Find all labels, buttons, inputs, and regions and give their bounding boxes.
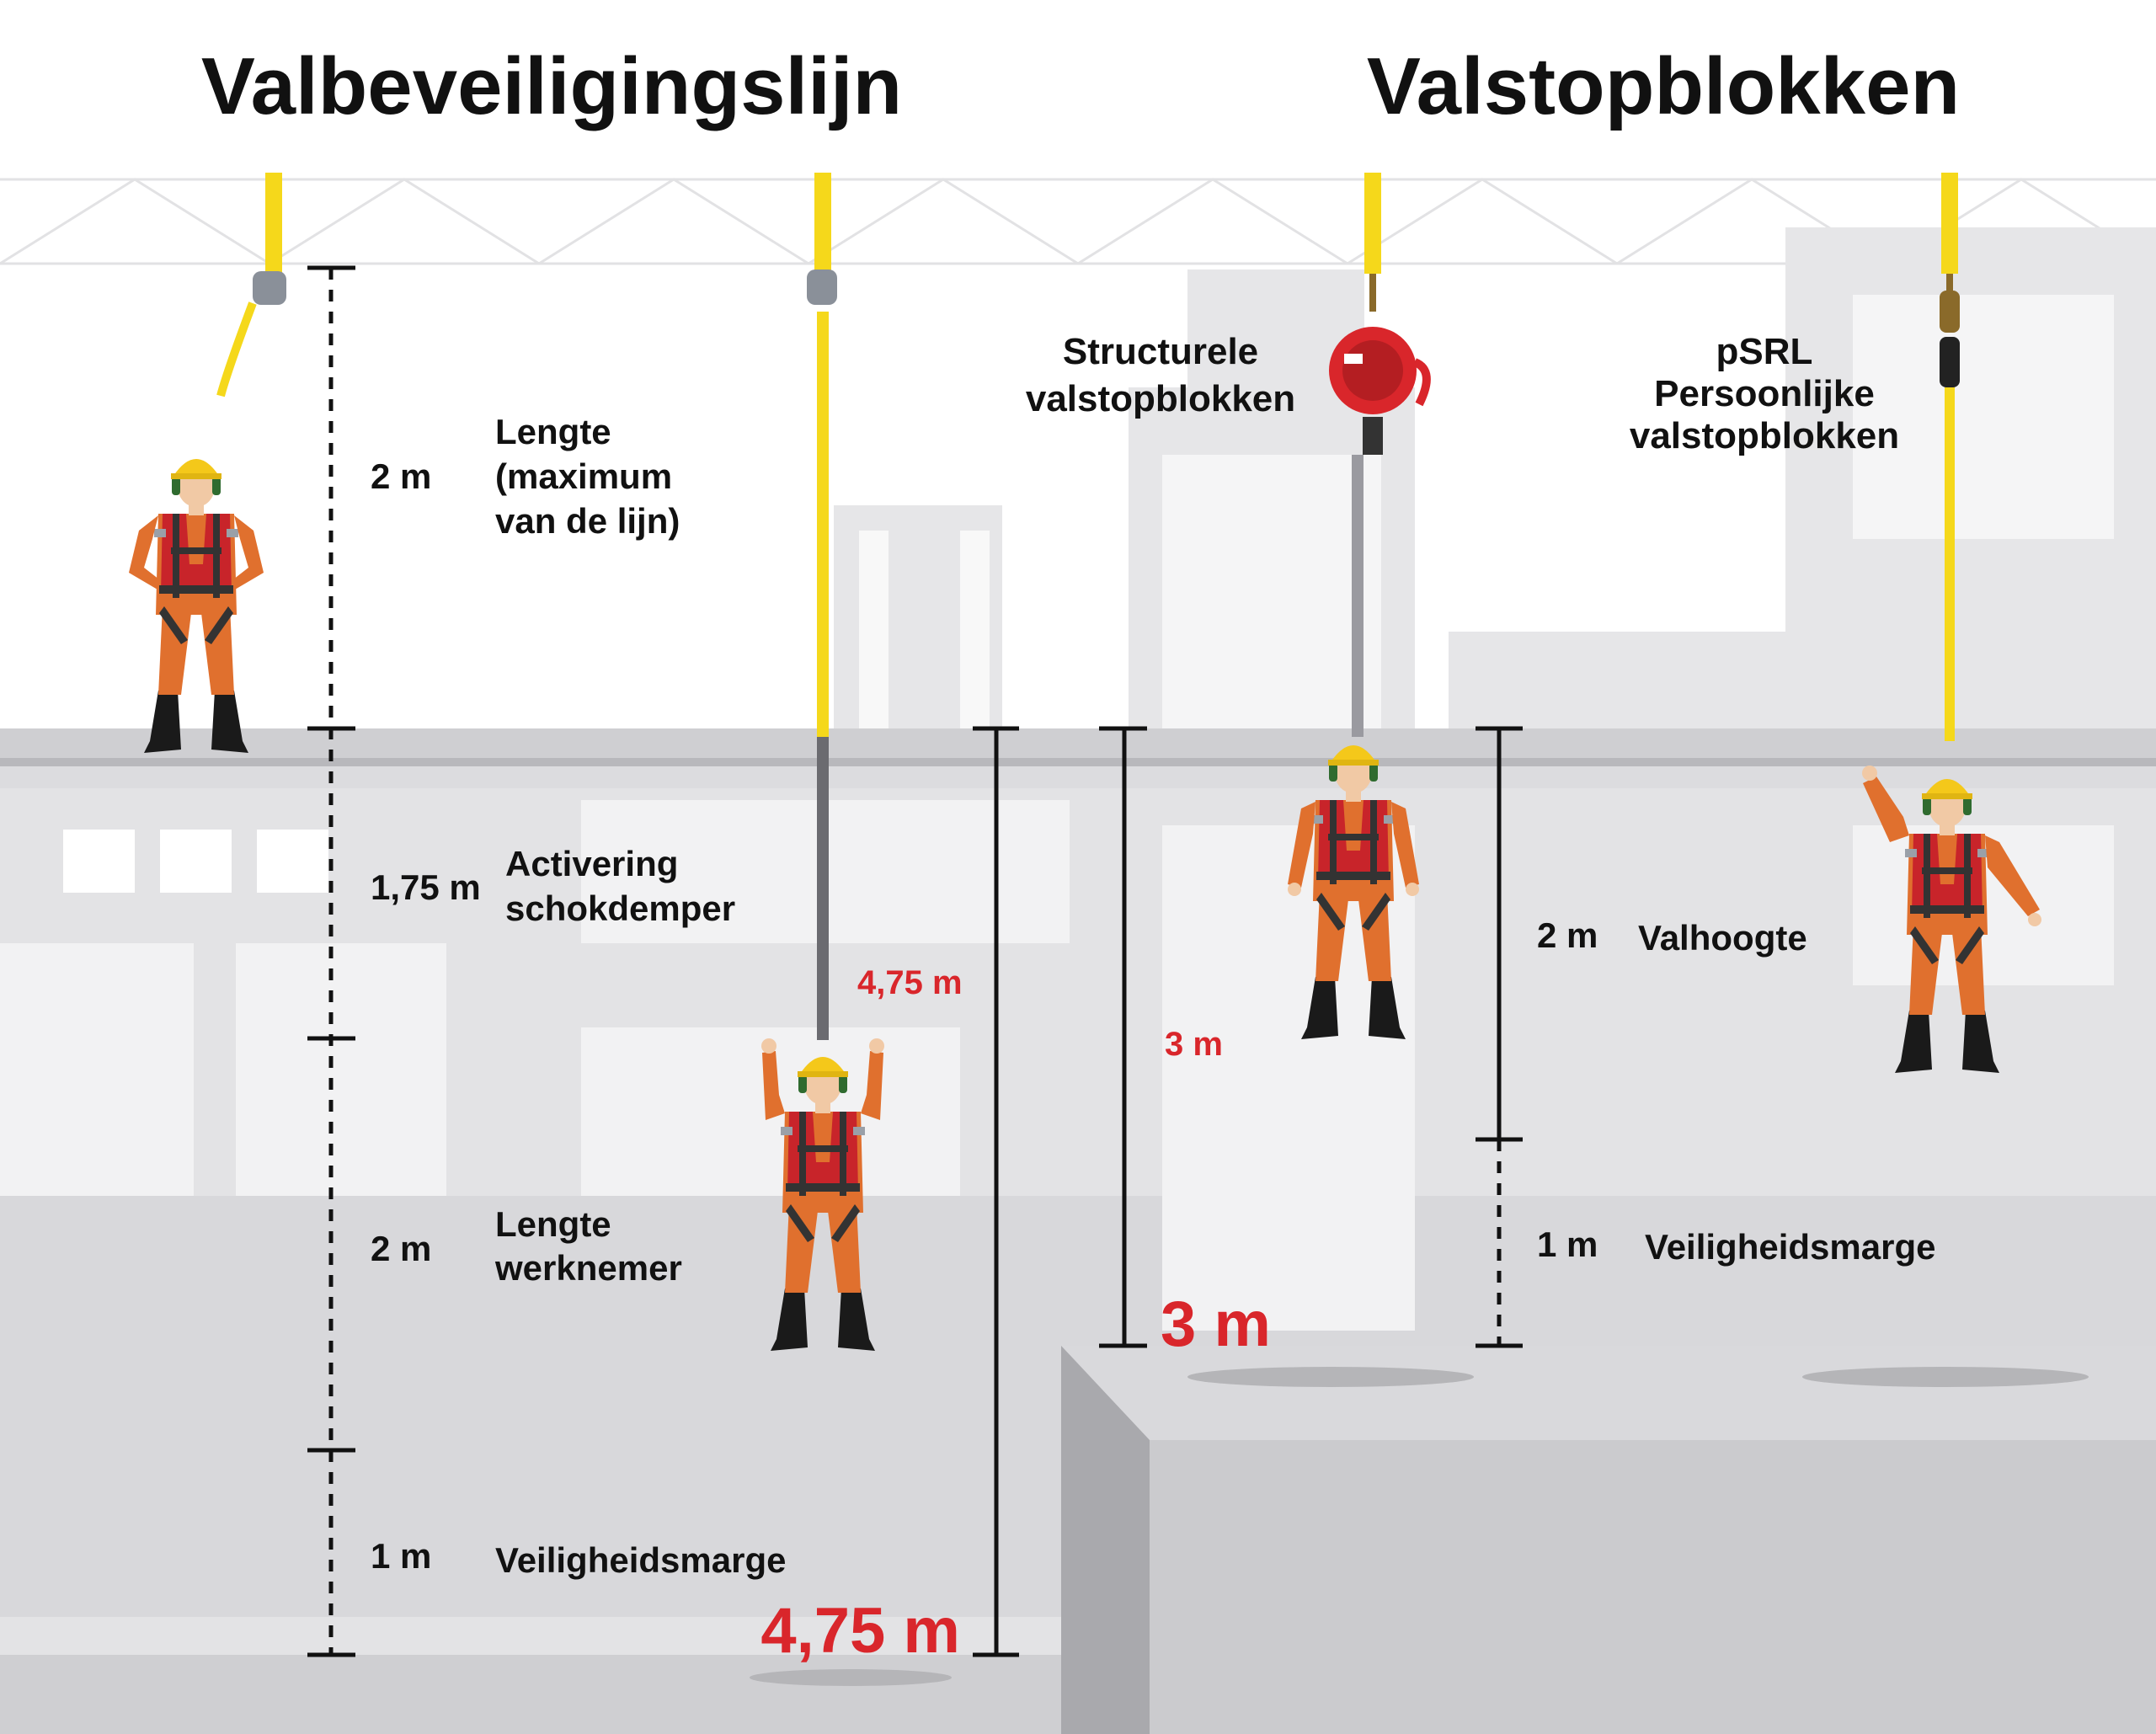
- personal-srl-label: Persoonlijke: [1654, 373, 1875, 414]
- segment-description-line: werknemer: [494, 1248, 682, 1288]
- heading-lanyard: Valbeveiligingslijn: [201, 41, 902, 131]
- segment-description-line: Lengte: [495, 1204, 611, 1244]
- lanyard-dimension-line: [307, 265, 355, 1657]
- segment-description-line: Activering: [505, 844, 678, 883]
- srl-dimension-line: [1476, 726, 1523, 1348]
- lanyard-total-dimension: [973, 726, 1019, 1657]
- total-clearance-lanyard: 4,75 m: [760, 1595, 960, 1667]
- segment-description-line: van de lijn): [495, 501, 680, 541]
- total-clearance-srl: 3 m: [1161, 1288, 1271, 1360]
- segment-value: 1 m: [371, 1536, 431, 1576]
- segment-value: 1 m: [1537, 1224, 1598, 1264]
- anchor-strap-icon: [216, 173, 286, 397]
- segment-description-line: Veiligheidsmarge: [495, 1540, 786, 1580]
- worker-figure-icon: [1862, 766, 2041, 1073]
- srl-fall-label: 3 m: [1165, 1026, 1223, 1063]
- segment-description-line: schokdemper: [505, 888, 735, 928]
- structural-srl-label: Structurele: [1063, 331, 1258, 372]
- segment-value: 2 m: [371, 456, 431, 496]
- segment-description-line: (maximum: [495, 456, 672, 496]
- anchor-strap-icon: [807, 173, 837, 1040]
- srl-device-icon: [1329, 173, 1431, 737]
- heading-srl: Valstopblokken: [1367, 41, 1960, 131]
- structural-srl-label: valstopblokken: [1026, 378, 1295, 419]
- segment-description-line: Veiligheidsmarge: [1645, 1227, 1935, 1267]
- srl-total-dimension: [1099, 726, 1147, 1348]
- personal-srl-label: valstopblokken: [1630, 415, 1899, 456]
- segment-value: 1,75 m: [371, 867, 481, 907]
- segment-value: 2 m: [1537, 915, 1598, 955]
- free-fall-label: 4,75 m: [857, 964, 963, 1001]
- worker-figure-icon: [129, 459, 264, 753]
- carabiner-icon: [1940, 173, 1960, 741]
- segment-description-line: Valhoogte: [1638, 918, 1807, 958]
- personal-srl-label: pSRL: [1716, 331, 1813, 372]
- segment-value: 2 m: [371, 1229, 431, 1268]
- segment-description-line: Lengte: [495, 412, 611, 451]
- background-scene: [0, 178, 2156, 1734]
